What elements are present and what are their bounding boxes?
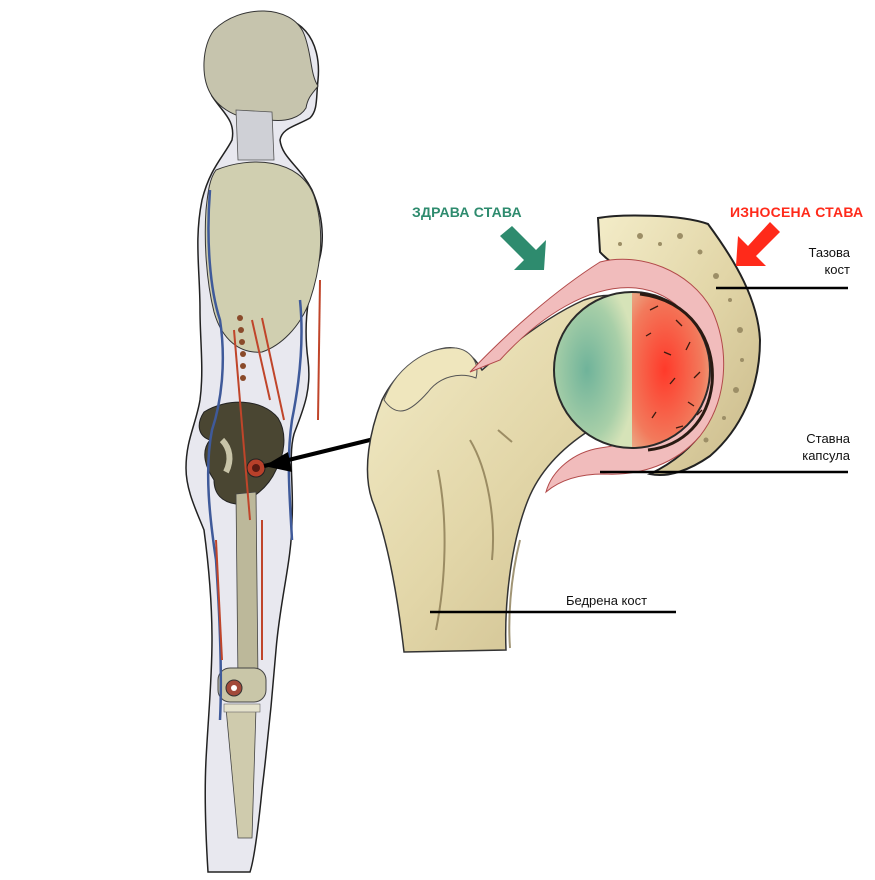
healthy-joint-label: ЗДРАВА СТАВА xyxy=(412,204,522,220)
figure-femur xyxy=(235,491,259,683)
healthy-arrow xyxy=(500,226,546,270)
pointer-arrow xyxy=(263,436,379,472)
leader-lines xyxy=(430,286,848,614)
joint-capsule-label-line2: капсула xyxy=(802,448,850,463)
pelvic-bone-label-line1: Тазова xyxy=(808,245,850,260)
knee xyxy=(217,667,267,703)
femur-label: Бедрена кост xyxy=(566,593,648,608)
worn-arrow xyxy=(736,222,780,266)
human-figure xyxy=(185,10,323,873)
pelvic-bone-label-line2: кост xyxy=(824,262,850,277)
head xyxy=(203,10,319,121)
spine xyxy=(237,315,246,381)
worn-joint-label: ИЗНОСЕНА СТАВА xyxy=(730,204,864,220)
joint-capsule-label-line1: Ставна xyxy=(806,431,850,446)
joint-closeup xyxy=(366,214,762,653)
muscle-lines xyxy=(215,279,321,661)
pelvic-bone-label: Тазова кост xyxy=(796,244,850,278)
neck xyxy=(235,109,275,161)
joint-capsule-label: Ставна капсула xyxy=(784,430,850,464)
